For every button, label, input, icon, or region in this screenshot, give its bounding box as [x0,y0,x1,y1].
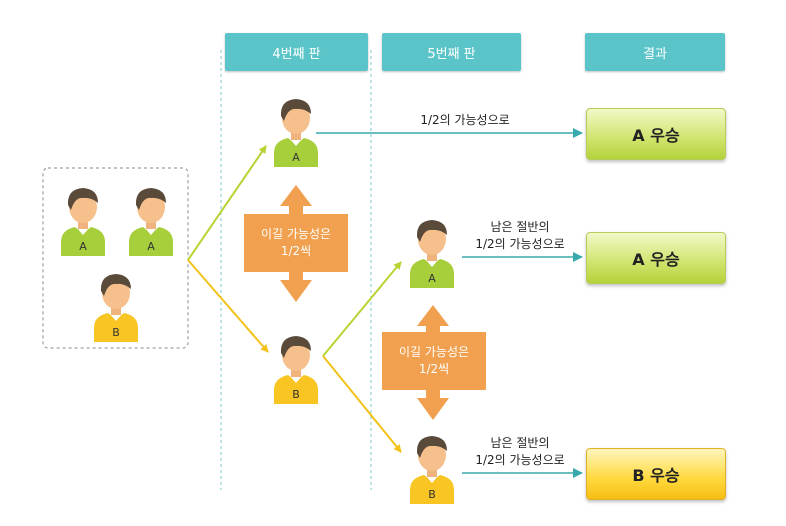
person-b-round4 [274,336,318,404]
edge-label-remaining-half-2: 남은 절반의 1/2의 가능성으로 [458,435,582,469]
edge-label-line2: 1/2의 가능성으로 [475,237,565,251]
edge-label-remaining-half-1: 남은 절반의 1/2의 가능성으로 [458,219,582,253]
probability-note-2: 이길 가능성은 1/2씩 [382,344,486,378]
arrow-b-round4-to-a-round5 [322,261,402,357]
arrow-start-to-b-round4 [187,259,269,353]
result-box-a-wins-1: A 우승 [586,108,726,160]
edge-label-line2: 1/2의 가능성으로 [475,453,565,467]
person-b-round5 [410,436,454,504]
person-b-initial [94,274,138,342]
probability-note-line1: 이길 가능성은 [398,345,470,359]
probability-note-line2: 1/2씩 [418,362,450,376]
person-a-initial-1 [61,188,105,256]
header-round4: 4번째 판 [225,33,368,71]
person-a-initial-2 [129,188,173,256]
player-label: B [112,326,120,339]
probability-note-1: 이길 가능성은 1/2씩 [244,226,348,260]
player-label: A [428,272,436,285]
arrow-b-round4-to-b-round5 [322,355,402,453]
orange-panel-1 [244,214,348,272]
initial-group-box [42,167,189,349]
player-label: A [79,240,87,253]
edge-label-line1: 남은 절반의 [490,436,550,450]
player-label: A [292,151,300,164]
person-a-round4 [274,99,318,167]
arrow-start-to-a-round4 [187,145,267,261]
probability-note-line2: 1/2씩 [280,244,312,258]
player-label: A [147,240,155,253]
player-label: B [292,388,300,401]
edge-label-half-chance: 1/2의 가능성으로 [420,113,510,127]
person-a-round5 [410,220,454,288]
result-box-a-wins-2: A 우승 [586,232,726,284]
edge-label-line1: 남은 절반의 [490,220,550,234]
probability-note-line1: 이길 가능성은 [260,227,332,241]
header-round5: 5번째 판 [382,33,521,71]
player-label: B [428,488,436,501]
header-result: 결과 [585,33,725,71]
orange-panel-2 [382,332,486,390]
result-box-b-wins: B 우승 [586,448,726,500]
